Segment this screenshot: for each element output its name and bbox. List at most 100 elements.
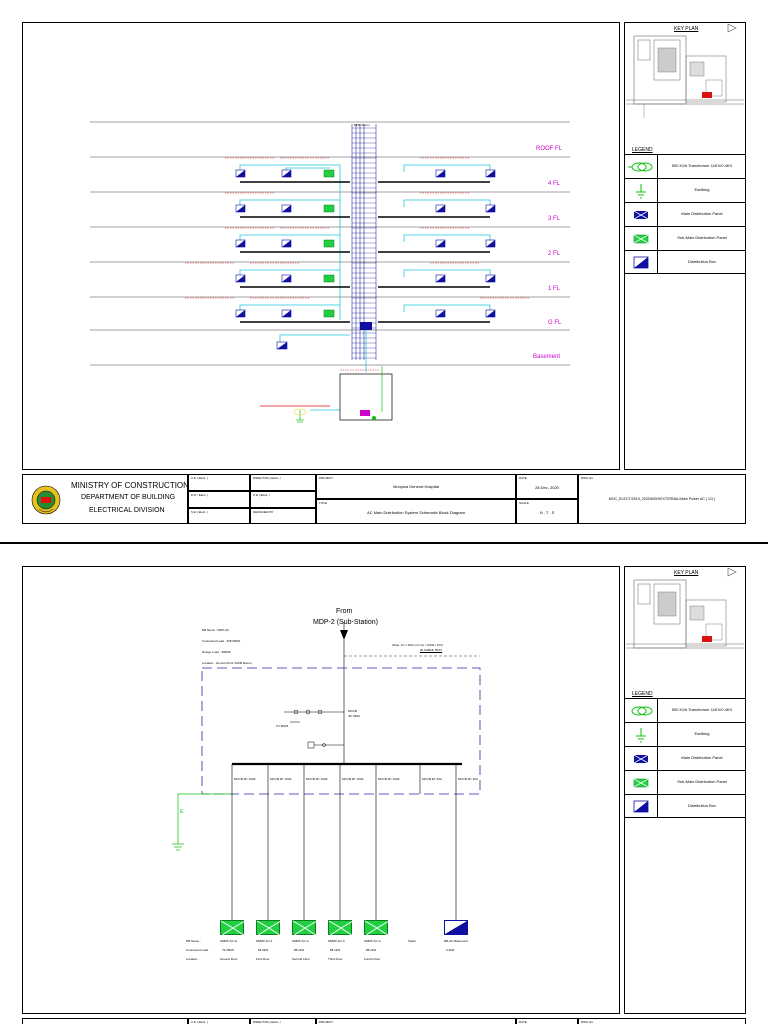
legend-panel: LEGEND 500 KVA Transformer 11KV/0.4KV Ea… bbox=[624, 684, 746, 824]
department-name: DEPARTMENT OF BUILDING bbox=[81, 494, 176, 501]
distribution-box-fill bbox=[236, 170, 245, 177]
db-info-connected: Connected Load : 405.68kW bbox=[202, 639, 241, 643]
floor-label-roof: ROOF FL bbox=[536, 146, 563, 152]
legend-label: Sub-Main Distribution Panel bbox=[677, 779, 727, 784]
feeder-location: Second Floor bbox=[292, 957, 310, 961]
cable-note-2: IN CABLE TRAY bbox=[420, 648, 443, 652]
title-cell: TITLE AC Main Distribution System Schema… bbox=[316, 499, 516, 524]
role-caption: A.D ( Elect. ) bbox=[191, 476, 209, 480]
sub-main-distribution-panel-icon bbox=[323, 309, 335, 318]
incomer-rating: 4P, 630A bbox=[348, 714, 360, 718]
date-caption: DATE bbox=[519, 1020, 527, 1024]
scale-cell: SCALE N . T . S bbox=[516, 499, 578, 524]
role-caption: DIRECTOR ( Elect. ) bbox=[253, 1020, 281, 1024]
legend-title: LEGEND bbox=[632, 691, 653, 697]
floor-label-basement: Basement bbox=[533, 354, 561, 360]
sub-main-distribution-panel-icon bbox=[323, 169, 335, 178]
legend-label: Main Distribution Panel bbox=[681, 755, 723, 760]
legend-label: Sub-Main Distribution Panel bbox=[677, 235, 727, 240]
dwg-number: MOC_ELECT/2019_2020/MGH/EXTERNAL/Main Po… bbox=[608, 497, 716, 501]
distribution-box-fill bbox=[486, 240, 495, 247]
distribution-box-fill bbox=[436, 170, 445, 177]
title-block-partial: A.D ( Elect. ) DIRECTOR ( Elect. ) PROJE… bbox=[22, 1018, 746, 1024]
feeder-name: SMDP-AC-3 bbox=[328, 939, 345, 943]
sub-main-distribution-panel-icon bbox=[323, 274, 335, 283]
key-plan-drawing bbox=[626, 567, 744, 649]
legend-row-smdp: Sub-Main Distribution Panel bbox=[624, 770, 746, 794]
feeder-location: Ground Floor bbox=[220, 957, 238, 961]
legend-row-db: Distribution Box bbox=[624, 250, 746, 274]
distribution-box-fill bbox=[486, 275, 495, 282]
floor-label-g: G FL bbox=[548, 320, 562, 326]
svg-text:CT 800/5: CT 800/5 bbox=[276, 724, 289, 728]
feeder-location: First Floor bbox=[256, 957, 270, 961]
title-caption: TITLE bbox=[319, 501, 328, 505]
drawing-title: AC Main Distribution System Schematic Bl… bbox=[367, 510, 465, 515]
main-distribution-panel-icon bbox=[633, 754, 649, 764]
legend-row-smdp: Sub-Main Distribution Panel bbox=[624, 226, 746, 250]
feeder-name: Spare bbox=[408, 939, 417, 943]
sub-main-distribution-panel-icon bbox=[328, 920, 354, 937]
distribution-box-fill bbox=[236, 275, 245, 282]
transformer-icon bbox=[631, 706, 653, 716]
legend-label: 500 KVA Transformer 11KV/0.4KV bbox=[671, 707, 733, 712]
title-block: MINISTRY OF CONSTRUCTION DEPARTMENT OF B… bbox=[22, 474, 746, 524]
floor-label-3: 3 FL bbox=[548, 216, 561, 222]
distribution-box-fill bbox=[486, 310, 495, 317]
feeder-name: SMDP-AC-G bbox=[220, 939, 238, 943]
source-name: MDP-2 (Sub-Station) bbox=[313, 619, 378, 626]
distribution-box-fill bbox=[486, 205, 495, 212]
drawing-scale: N . T . S bbox=[539, 510, 555, 515]
feeder-breaker-rating: MCCB 3P, 32A bbox=[458, 777, 478, 781]
feeder-load: 88.1kW bbox=[366, 948, 377, 952]
feeder-location: Third Floor bbox=[328, 957, 343, 961]
distribution-box-fill bbox=[282, 275, 291, 282]
earthing-icon bbox=[636, 184, 646, 199]
project-name: Monywa General Hospital bbox=[393, 484, 439, 489]
role-caption: DESIGNED BY bbox=[253, 510, 274, 514]
ministry-cell: MINISTRY OF CONSTRUCTION DEPARTMENT OF B… bbox=[22, 474, 189, 524]
distribution-box-fill bbox=[436, 205, 445, 212]
feeder-breaker-rating: MCCB 3P, 160A bbox=[306, 777, 328, 781]
distribution-box-fill bbox=[436, 240, 445, 247]
drawing-area-frame bbox=[22, 566, 620, 1014]
distribution-box-fill bbox=[282, 170, 291, 177]
floor-label-1: 1 FL bbox=[548, 286, 561, 292]
legend-panel: LEGEND 500 KVA Transformer 11KV/0.4KV Ea… bbox=[624, 140, 746, 280]
feeder-breaker-rating: MCCB 3P, 160A bbox=[342, 777, 364, 781]
sub-main-distribution-panel-icon bbox=[364, 920, 390, 937]
feeder-load: 88.1kW bbox=[294, 948, 305, 952]
legend-row-transformer: 500 KVA Transformer 11KV/0.4KV bbox=[624, 698, 746, 722]
key-plan-title: KEY PLAN bbox=[674, 26, 699, 32]
distribution-box-icon bbox=[444, 920, 468, 935]
earth-label: E bbox=[180, 809, 184, 815]
sub-main-distribution-panel-icon bbox=[220, 920, 246, 937]
sub-main-distribution-panel-icon bbox=[323, 204, 335, 213]
distribution-box-fill bbox=[282, 205, 291, 212]
db-info-location: Location : Ground Floor (MCB Room) bbox=[202, 661, 252, 665]
db-info-name: DB Name : MDP-AC bbox=[202, 628, 230, 632]
project-caption: PROJECT bbox=[319, 476, 334, 480]
floor-label-4: 4 FL bbox=[548, 181, 561, 187]
single-line-diagram: CT 800/5 bbox=[172, 622, 481, 920]
distribution-box-fill bbox=[282, 310, 291, 317]
legend-label: Distribution Box bbox=[687, 259, 716, 264]
feeder-location: Fourth Floor bbox=[364, 957, 381, 961]
key-plan-title: KEY PLAN bbox=[674, 570, 699, 576]
ministry-name: MINISTRY OF CONSTRUCTION bbox=[71, 481, 189, 490]
key-plan: KEY PLAN bbox=[624, 22, 746, 128]
project-caption: PROJECT bbox=[319, 1020, 334, 1024]
row-label-connected-load: Connected Load : bbox=[186, 948, 210, 952]
feeder-breaker-rating: MCCB 3P, 160A bbox=[378, 777, 400, 781]
feeder-name: SMDP-AC-1 bbox=[256, 939, 273, 943]
feeder-load: 82.5kW bbox=[258, 948, 269, 952]
drawing-date: 28 Dec, 2020 bbox=[535, 485, 559, 490]
drawing-sheet-2: KEY PLAN LEGEND 500 KVA Transformer 11KV… bbox=[0, 544, 768, 1024]
feeder-breaker-rating: MCCB 3P, 160A bbox=[270, 777, 292, 781]
distribution-box-fill bbox=[282, 240, 291, 247]
scale-caption: SCALE bbox=[519, 501, 529, 505]
legend-label: Main Distribution Panel bbox=[681, 211, 723, 216]
db-info-design: Design Load : 300kW bbox=[202, 650, 231, 654]
distribution-box-icon bbox=[633, 256, 649, 269]
svg-text:MDP Room: MDP Room bbox=[354, 123, 370, 127]
